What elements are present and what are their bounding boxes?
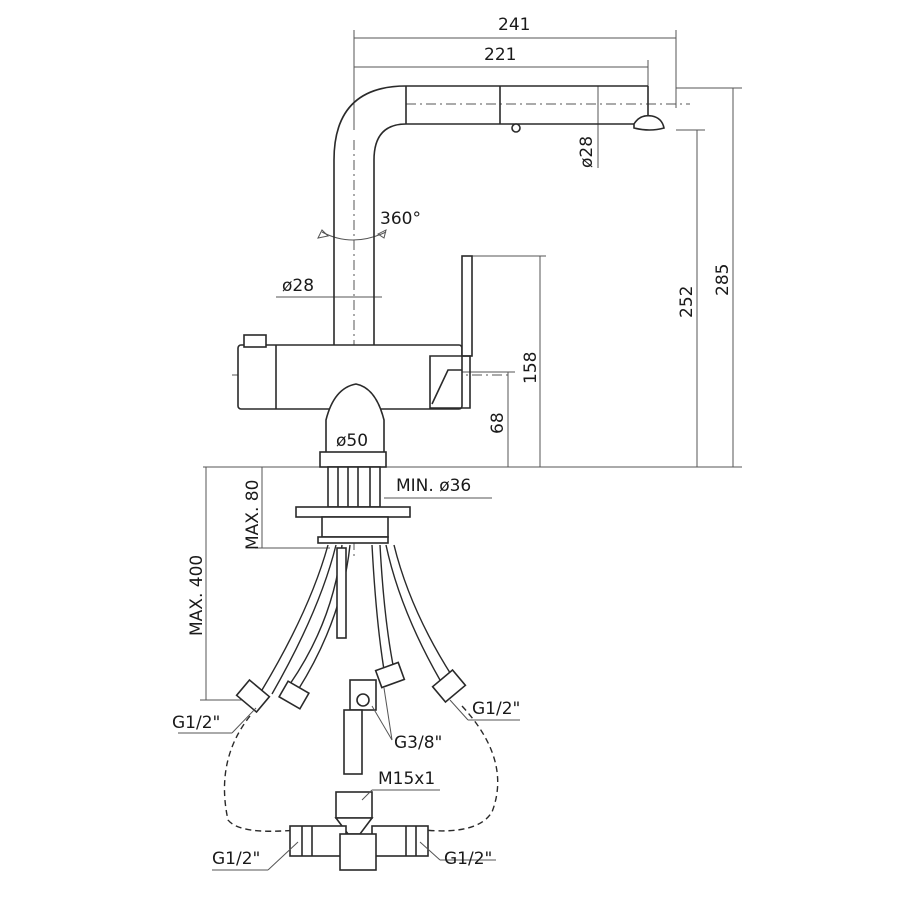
faucet-body (237, 85, 665, 544)
label-tee-left: G1/2" (212, 849, 260, 869)
dim-hole-diameter: MIN. ø36 (396, 476, 471, 496)
dim-spout-reach-total: 241 (498, 15, 530, 35)
dim-deck-thickness: MAX. 80 (243, 480, 263, 550)
dim-base-diameter: ø50 (336, 431, 368, 451)
dim-hose-length: MAX. 400 (187, 555, 207, 636)
leader-lines (178, 687, 520, 871)
label-right-connection: G1/2" (472, 699, 520, 719)
tee-connector (289, 791, 429, 871)
label-spray-thread: M15x1 (378, 769, 435, 789)
dim-height-body: 68 (488, 412, 508, 434)
label-filtered-connection: G3/8" (394, 733, 442, 753)
dim-height-total: 285 (713, 264, 733, 296)
label-tee-right: G1/2" (444, 849, 492, 869)
dim-height-lever: 158 (521, 352, 541, 384)
supply-hoses (223, 544, 499, 832)
dim-height-outlet: 252 (677, 286, 697, 318)
dim-spout-diameter: ø28 (577, 136, 597, 168)
dim-rotation: 360° (380, 209, 421, 229)
label-left-connection: G1/2" (172, 713, 220, 733)
dim-body-diameter: ø28 (282, 276, 314, 296)
dim-spout-reach-outlet: 221 (484, 45, 516, 65)
